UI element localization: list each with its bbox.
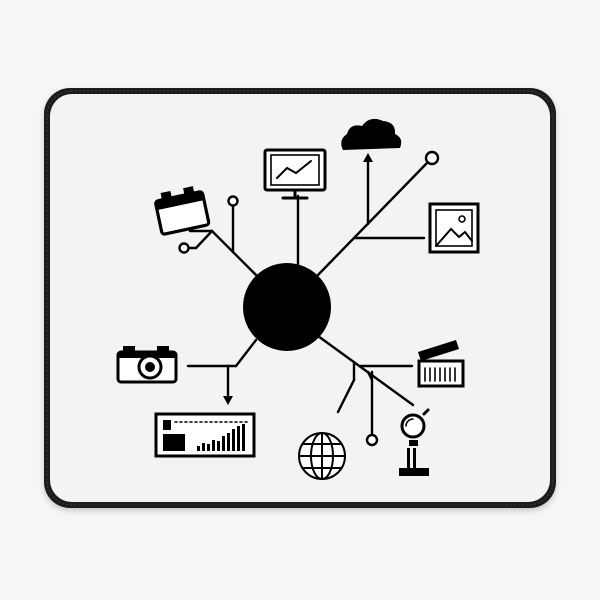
- branch-left: [186, 338, 258, 405]
- magnifier-stand-icon: [399, 408, 430, 476]
- monitor-chart-icon: [263, 148, 327, 200]
- globe-icon: [298, 432, 346, 480]
- image-frame-icon: [428, 202, 480, 254]
- camera-icon: [116, 346, 178, 384]
- network-design: [116, 118, 480, 480]
- cloud-upload-icon: [341, 118, 402, 150]
- branch-upper-right: [315, 150, 440, 278]
- branch-lower-right: [316, 334, 415, 447]
- hub-circle: [243, 263, 331, 351]
- clapperboard-icon: [417, 340, 465, 388]
- branch-upper-left: [178, 195, 259, 278]
- dashboard-chart-icon: [154, 412, 256, 458]
- battery-icon: [154, 186, 211, 236]
